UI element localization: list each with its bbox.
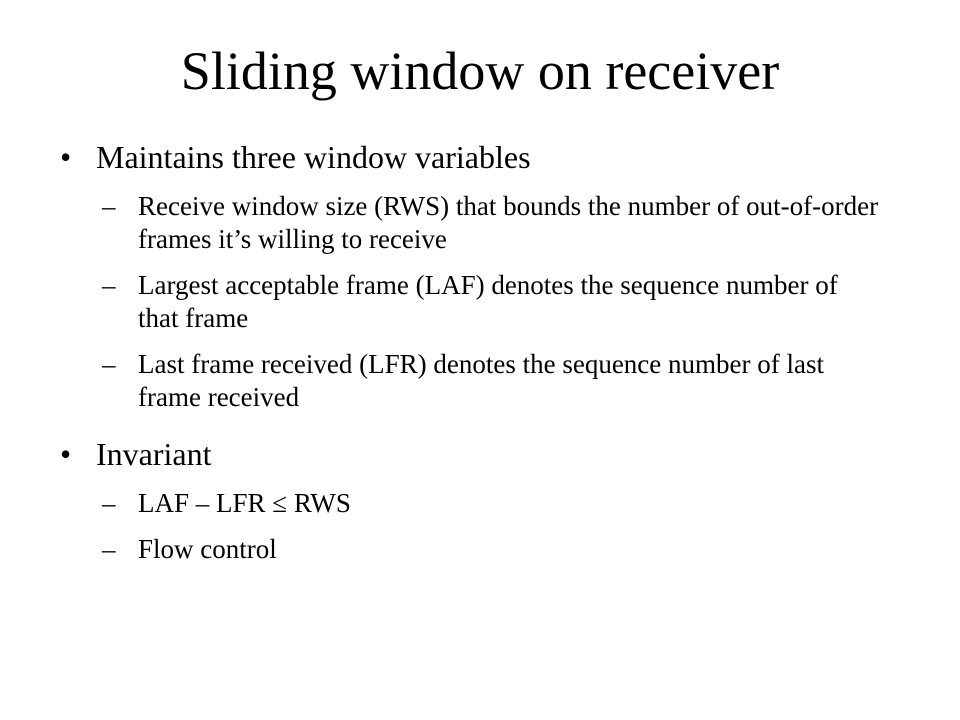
- bullet-icon: •: [60, 139, 72, 175]
- sub-item-text: Flow control: [138, 534, 277, 564]
- bullet-text: Maintains three window variables: [96, 139, 531, 175]
- dash-icon: –: [102, 191, 116, 221]
- bullet-text: Invariant: [96, 436, 212, 472]
- sub-item-text: Last frame received (LFR) denotes the se…: [138, 349, 824, 412]
- sub-item: – Last frame received (LFR) denotes the …: [60, 348, 880, 414]
- sub-item: – Receive window size (RWS) that bounds …: [60, 190, 880, 256]
- sub-item: – Flow control: [60, 533, 880, 566]
- sub-item-text: Receive window size (RWS) that bounds th…: [138, 191, 879, 254]
- sub-item: – Largest acceptable frame (LAF) denotes…: [60, 269, 880, 335]
- sub-item-text: Largest acceptable frame (LAF) denotes t…: [138, 270, 838, 333]
- dash-icon: –: [102, 488, 116, 518]
- dash-icon: –: [102, 534, 116, 564]
- bullet-icon: •: [60, 436, 72, 472]
- bullet-item: • Maintains three window variables: [60, 136, 880, 178]
- sub-item-text: LAF – LFR ≤ RWS: [138, 488, 351, 518]
- slide-title: Sliding window on receiver: [180, 41, 780, 101]
- sub-item: – LAF – LFR ≤ RWS: [60, 487, 880, 520]
- dash-icon: –: [102, 270, 116, 300]
- bullet-item: • Invariant: [60, 433, 880, 475]
- dash-icon: –: [102, 349, 116, 379]
- slide-content: • Maintains three window variables – Rec…: [60, 136, 880, 579]
